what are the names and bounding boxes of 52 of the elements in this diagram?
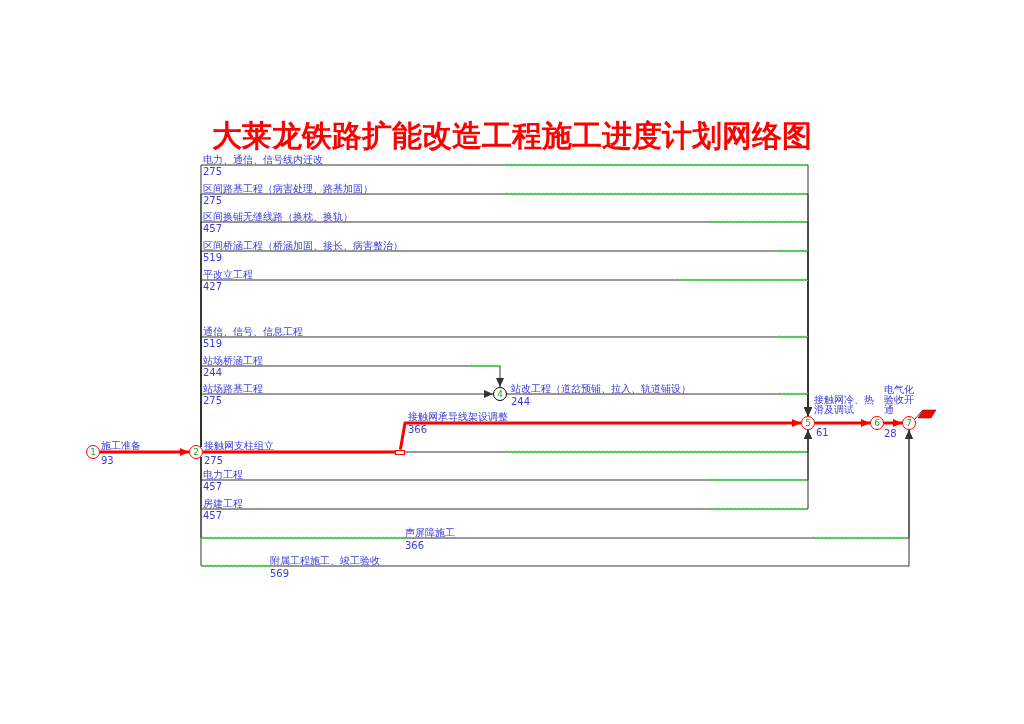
edge-label: 接触网冷、热滑及调试 xyxy=(814,395,875,415)
edge-label: 附属工程施工、竣工验收 xyxy=(270,555,380,566)
edge-label: 施工准备 xyxy=(101,440,141,451)
duration-label: 427 xyxy=(203,281,223,292)
edge-label: 区间换铺无缝线路（换枕、换轨） xyxy=(203,211,353,222)
arrow xyxy=(200,429,913,567)
edge-label: 站场路基工程 xyxy=(203,383,263,394)
arrow xyxy=(884,419,902,427)
title: 大莱龙铁路扩能改造工程施工进度计划网络图 xyxy=(211,118,813,154)
duration-label: 457 xyxy=(203,223,223,234)
arrow xyxy=(200,429,812,510)
duration-label: 244 xyxy=(203,367,223,378)
edge-label: 平改立工程 xyxy=(203,269,253,280)
duration-label: 28 xyxy=(884,428,897,439)
edge-label: 区间路基工程（病害处理、路基加固） xyxy=(203,183,373,194)
connector-line xyxy=(203,450,395,454)
duration-label: 457 xyxy=(203,510,223,521)
edge-label: 声屏障施工 xyxy=(405,527,455,538)
duration-label: 366 xyxy=(408,424,428,435)
duration-label: 275 xyxy=(204,455,224,466)
arrow xyxy=(398,419,801,450)
edge-label: 电力工程 xyxy=(203,469,243,480)
edge-label: 接触网承导线架设调整 xyxy=(408,411,508,422)
edge-label: 接触网支柱组立 xyxy=(204,440,274,451)
duration-label: 519 xyxy=(203,252,223,263)
duration-label: 275 xyxy=(203,395,223,406)
arrow xyxy=(100,448,189,456)
event-circle: 4 xyxy=(493,387,507,401)
duration-label: 275 xyxy=(203,195,223,206)
duration-label: 244 xyxy=(511,396,531,407)
duration-label: 366 xyxy=(405,540,425,551)
edge-label: 通信、信号、信息工程 xyxy=(203,326,303,337)
event-circle: 2 xyxy=(189,445,203,459)
edge-label: 区间桥涵工程（桥涵加固、接长、病害整治） xyxy=(203,240,403,251)
arrow xyxy=(506,393,812,417)
duration-label: 93 xyxy=(101,455,114,466)
duration-label: 519 xyxy=(203,338,223,349)
arrow xyxy=(815,419,870,427)
duration-label: 569 xyxy=(270,568,290,579)
duration-label: 275 xyxy=(203,166,223,177)
edge-label: 站改工程（道岔预铺、拉入、轨道铺设） xyxy=(511,383,691,394)
event-circle: 7 xyxy=(902,416,916,430)
edge-label: 电气化验收开通 xyxy=(884,385,915,415)
edge-label: 电力、通信、信号线内迁改 xyxy=(203,154,323,165)
event-circle: 6 xyxy=(870,416,884,430)
duration-label: 457 xyxy=(203,481,223,492)
edge-label: 房建工程 xyxy=(203,498,243,509)
event-circle: 5 xyxy=(801,416,815,430)
duration-label: 61 xyxy=(816,427,829,438)
edge-label: 站场桥涵工程 xyxy=(203,355,263,366)
bar-marker xyxy=(395,449,405,455)
event-circle: 1 xyxy=(86,445,100,459)
